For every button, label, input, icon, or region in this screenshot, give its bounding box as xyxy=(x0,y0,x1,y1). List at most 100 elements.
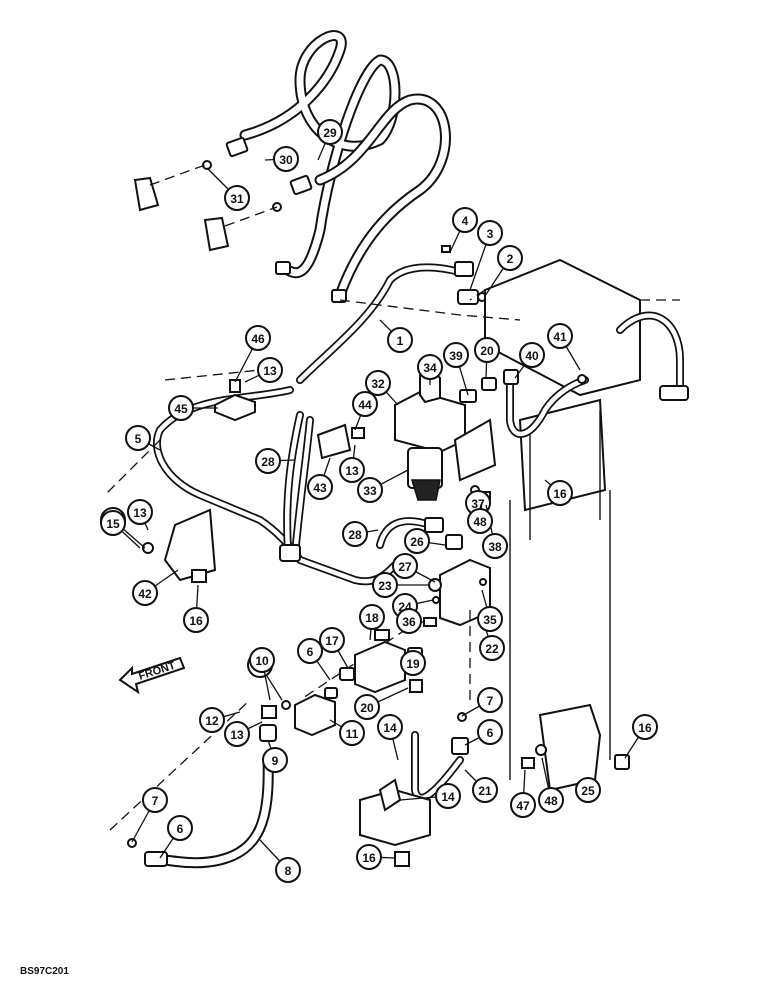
callout-14: 14 xyxy=(399,783,461,809)
callout-10: 10 xyxy=(249,647,275,701)
callout-number: 11 xyxy=(346,727,359,741)
callout-number: 19 xyxy=(406,657,420,671)
callout-number: 7 xyxy=(152,794,159,808)
callout-circle xyxy=(472,777,498,803)
callout-circle xyxy=(224,721,250,747)
callout-circle xyxy=(132,580,158,606)
callout-number: 13 xyxy=(133,506,147,520)
callout-number: 20 xyxy=(480,344,494,358)
callout-number: 29 xyxy=(323,126,337,140)
callout-38: 38 xyxy=(482,504,508,559)
callout-6: 6 xyxy=(297,638,331,681)
callout-number: 45 xyxy=(174,402,188,416)
callout-13: 13 xyxy=(244,357,283,383)
callout-number: 48 xyxy=(473,515,487,529)
callout-number: 30 xyxy=(279,153,293,167)
callout-16: 16 xyxy=(544,479,573,506)
callout-13: 13 xyxy=(224,721,263,747)
callouts: 1234566677789101112131313131314141516161… xyxy=(100,119,658,883)
callout-circle xyxy=(372,572,398,598)
callout-22: 22 xyxy=(479,611,505,661)
callout-29: 29 xyxy=(317,119,343,161)
callout-circle xyxy=(262,747,288,773)
callout-circle xyxy=(249,647,275,673)
callout-13: 13 xyxy=(339,444,365,483)
callout-circle xyxy=(417,354,443,380)
callout-circle xyxy=(510,792,536,818)
callout-circle xyxy=(342,521,368,547)
callout-20: 20 xyxy=(474,337,500,379)
callout-13: 13 xyxy=(127,499,153,531)
callout-number: 9 xyxy=(272,754,279,768)
callout-number: 20 xyxy=(360,701,374,715)
callout-circle xyxy=(482,533,508,559)
callout-number: 46 xyxy=(251,332,265,346)
callout-34: 34 xyxy=(417,354,443,385)
filter-assembly xyxy=(394,368,497,501)
callout-circle xyxy=(127,499,153,525)
callout-circle xyxy=(307,474,333,500)
callout-number: 28 xyxy=(348,528,362,542)
callout-36: 36 xyxy=(396,608,424,634)
callout-number: 13 xyxy=(345,464,359,478)
callout-circle xyxy=(357,477,383,503)
hose-28-assembly xyxy=(279,411,444,562)
hose-8-assembly xyxy=(109,699,274,869)
callout-47: 47 xyxy=(510,769,536,818)
drawing-code: BS97C201 xyxy=(20,966,69,977)
callout-41: 41 xyxy=(547,323,581,371)
callout-circle xyxy=(435,783,461,809)
callout-number: 43 xyxy=(313,481,327,495)
callout-40: 40 xyxy=(514,342,545,379)
callout-number: 36 xyxy=(402,615,416,629)
callout-33: 33 xyxy=(357,469,409,503)
callout-number: 38 xyxy=(488,540,502,554)
callout-number: 25 xyxy=(581,784,595,798)
callout-circle xyxy=(547,480,573,506)
callout-number: 39 xyxy=(449,349,463,363)
callout-circle xyxy=(396,608,422,634)
callout-31: 31 xyxy=(206,167,250,211)
callout-circle xyxy=(365,370,391,396)
hose-29-assembly xyxy=(133,30,451,303)
callout-7: 7 xyxy=(131,787,168,843)
callout-circle xyxy=(199,707,225,733)
callout-8: 8 xyxy=(259,839,301,883)
callout-9: 9 xyxy=(262,739,288,773)
callout-number: 4 xyxy=(462,214,469,228)
callout-number: 32 xyxy=(371,377,385,391)
callout-circle xyxy=(100,510,126,536)
front-label: FRONT xyxy=(137,660,177,683)
callout-number: 12 xyxy=(205,714,219,728)
callout-1: 1 xyxy=(379,319,413,353)
callout-26: 26 xyxy=(404,528,446,554)
callout-number: 28 xyxy=(261,455,275,469)
callout-number: 8 xyxy=(285,864,292,878)
callout-20: 20 xyxy=(354,687,409,720)
callout-18: 18 xyxy=(359,604,385,641)
callout-48: 48 xyxy=(538,757,564,813)
tube-1-assembly xyxy=(296,245,689,401)
callout-circle xyxy=(467,508,493,534)
callout-circle xyxy=(547,323,573,349)
callout-27: 27 xyxy=(392,553,436,583)
callout-number: 16 xyxy=(189,614,203,628)
callout-number: 6 xyxy=(487,726,494,740)
callout-circle xyxy=(359,604,385,630)
callout-32: 32 xyxy=(365,370,399,406)
callout-circle xyxy=(297,638,323,664)
callout-circle xyxy=(255,448,281,474)
callout-19: 19 xyxy=(400,650,426,676)
right-bracket-frame xyxy=(503,369,611,780)
callout-number: 13 xyxy=(263,364,277,378)
callout-number: 10 xyxy=(255,654,269,668)
callout-11: 11 xyxy=(329,719,365,746)
callout-number: 5 xyxy=(135,432,142,446)
callout-number: 16 xyxy=(638,721,652,735)
callout-circle xyxy=(479,635,505,661)
left-brackets xyxy=(142,379,365,583)
callout-2: 2 xyxy=(484,245,523,297)
solenoid-assembly xyxy=(259,629,423,742)
callout-circle xyxy=(474,337,500,363)
